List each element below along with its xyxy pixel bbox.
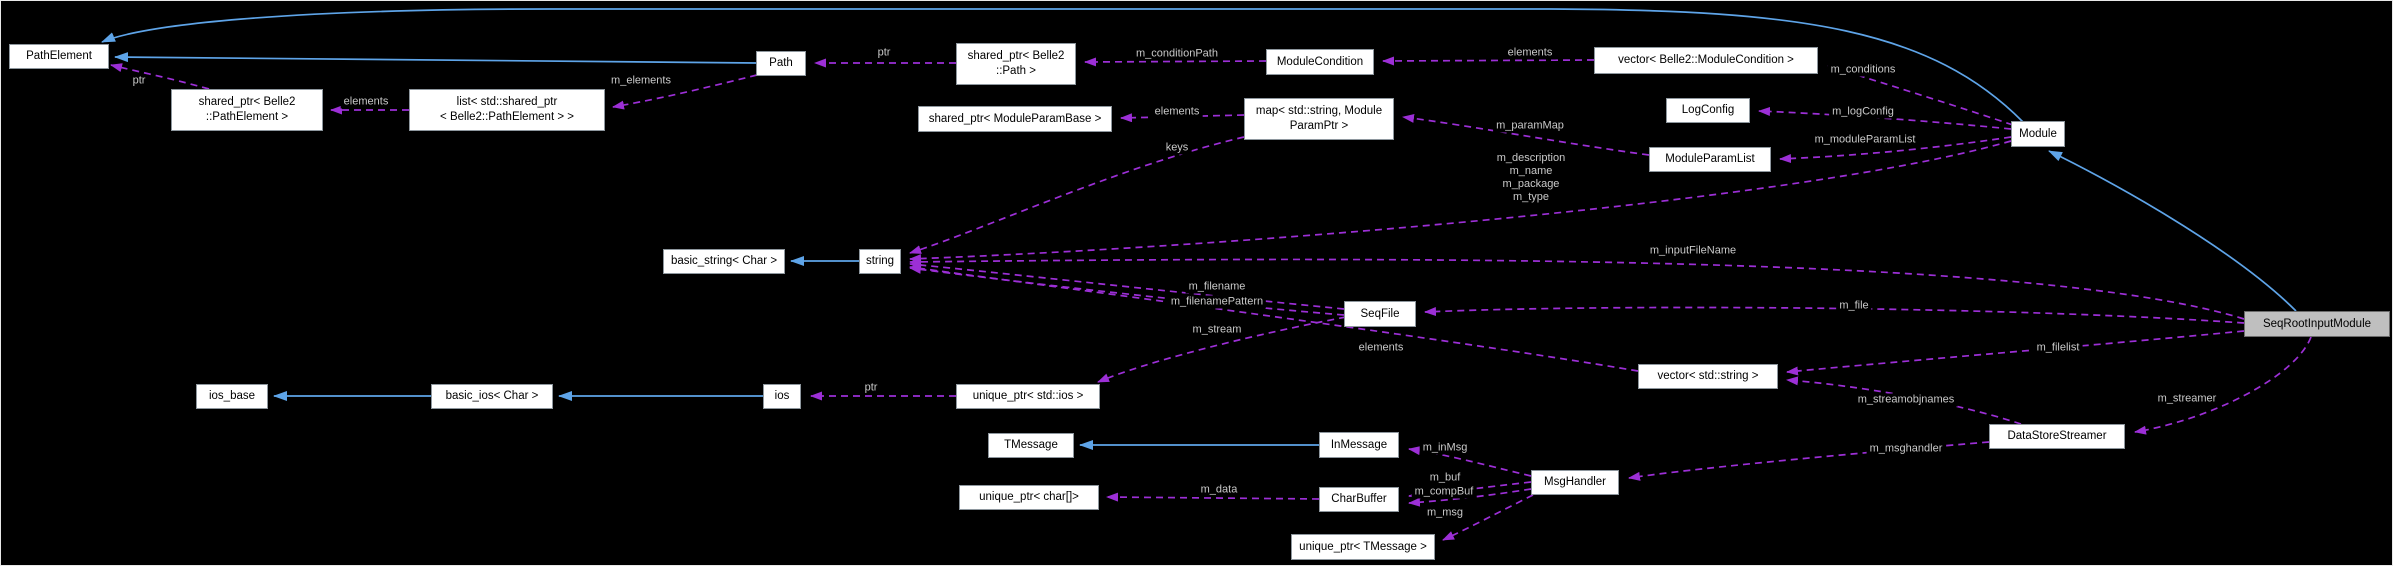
edge-streamer-msghandler	[1628, 441, 1990, 481]
node-basic-string[interactable]: basic_string< Char >	[663, 249, 785, 274]
node-unique-ptr-tmessage[interactable]: unique_ptr< TMessage >	[1291, 534, 1435, 560]
node-pathelement[interactable]: PathElement	[9, 44, 109, 69]
edge-module-to-pathelement-arc	[101, 8, 2024, 123]
edge-label-m-elements: m_elements	[608, 74, 674, 88]
edge-seqroot-filelist	[1786, 330, 2245, 376]
edge-charbuffer-data	[1106, 492, 1320, 502]
node-module[interactable]: Module	[2011, 121, 2065, 147]
edge-seqroot-to-module	[2048, 150, 2297, 312]
edge-label-ptr-path: ptr	[874, 46, 894, 60]
edge-label-m-stream: m_stream	[1189, 323, 1245, 337]
node-list-shared-ptr-pathelement[interactable]: list< std::shared_ptr < Belle2::PathElem…	[409, 89, 605, 131]
edge-label-m-description: m_description	[1496, 152, 1566, 164]
edge-label-m-filename: m_filename	[1185, 280, 1249, 294]
edge-label-m-name: m_name	[1509, 165, 1553, 177]
edge-label-m-msg: m_msg	[1423, 506, 1467, 520]
edge-label-m-package: m_package	[1502, 178, 1560, 190]
edge-msghandler-compbuf	[1408, 488, 1532, 507]
node-datastorestreamer[interactable]: DataStoreStreamer	[1989, 424, 2125, 449]
edge-label-keys: keys	[1162, 141, 1192, 155]
node-string[interactable]: string	[859, 249, 901, 274]
node-basic-ios[interactable]: basic_ios< Char >	[431, 384, 553, 409]
edge-label-m-moduleparamlist: m_moduleParamList	[1811, 133, 1919, 147]
edge-module-logconfig	[1758, 106, 2012, 130]
edge-label-m-parammap: m_paramMap	[1493, 119, 1567, 133]
edge-seqroot-file	[1424, 306, 2245, 324]
edge-label-m-logconfig: m_logConfig	[1829, 105, 1897, 119]
node-shared-ptr-path[interactable]: shared_ptr< Belle2 ::Path >	[956, 43, 1076, 85]
node-logconfig[interactable]: LogConfig	[1666, 98, 1750, 123]
edge-label-m-data: m_data	[1197, 483, 1241, 497]
edge-seqfile-stream	[1097, 316, 1347, 383]
node-map-moduleparamptr[interactable]: map< std::string, Module ParamPtr >	[1244, 98, 1394, 140]
edge-label-m-msghandler: m_msghandler	[1866, 442, 1946, 456]
edge-label-m-buf: m_buf	[1426, 471, 1464, 485]
node-path[interactable]: Path	[756, 51, 806, 76]
node-vector-string[interactable]: vector< std::string >	[1638, 364, 1778, 389]
edge-sharedptr-pathelement-ptr	[110, 63, 210, 90]
edge-module-paramlist	[1779, 136, 2012, 164]
edge-label-m-filelist: m_filelist	[2033, 341, 2083, 355]
node-charbuffer[interactable]: CharBuffer	[1319, 487, 1399, 512]
node-modulecondition[interactable]: ModuleCondition	[1266, 49, 1374, 75]
edge-label-elements-vectorstring: elements	[1355, 341, 1407, 355]
edge-label-m-type: m_type	[1512, 191, 1550, 203]
edge-label-ptr-ios: ptr	[861, 381, 881, 395]
node-shared-ptr-moduleparambase[interactable]: shared_ptr< ModuleParamBase >	[918, 106, 1112, 132]
node-inmessage[interactable]: InMessage	[1319, 432, 1399, 458]
edge-modulecondition-conditionpath	[1084, 57, 1267, 67]
node-seqrootinputmodule[interactable]: SeqRootInputModule	[2244, 311, 2390, 337]
edge-module-string-members	[909, 140, 2012, 264]
node-vector-modulecondition[interactable]: vector< Belle2::ModuleCondition >	[1594, 47, 1818, 74]
node-seqfile[interactable]: SeqFile	[1344, 301, 1416, 327]
edge-label-m-inputfilename: m_inputFileName	[1646, 244, 1740, 258]
edge-map-keys	[909, 136, 1245, 254]
node-ios-base[interactable]: ios_base	[196, 384, 268, 409]
edge-label-m-streamer: m_streamer	[2154, 392, 2220, 406]
edge-vectorcondition-elements	[1382, 56, 1595, 66]
node-ios[interactable]: ios	[763, 384, 801, 409]
edge-path-m-elements	[612, 74, 758, 110]
node-moduleparamlist[interactable]: ModuleParamList	[1649, 147, 1771, 172]
edge-label-conditionpath: m_conditionPath	[1133, 47, 1221, 61]
node-unique-ptr-char[interactable]: unique_ptr< char[]>	[959, 485, 1099, 510]
edge-label-m-inmsg: m_inMsg	[1419, 441, 1471, 455]
edge-msghandler-msg	[1442, 494, 1534, 541]
edge-label-ptr-pathelement: ptr	[129, 74, 149, 88]
edge-label-elements-vectorcondition: elements	[1504, 46, 1556, 60]
node-tmessage[interactable]: TMessage	[988, 433, 1074, 458]
edge-label-m-conditions: m_conditions	[1827, 63, 1899, 77]
edge-paramlist-parammap	[1402, 113, 1650, 156]
edge-seqroot-streamer	[2134, 336, 2312, 435]
edge-path-to-pathelement	[114, 52, 757, 64]
edge-label-m-streamobjnames: m_streamobjnames	[1854, 393, 1958, 407]
node-msghandler[interactable]: MsgHandler	[1531, 470, 1619, 495]
edge-seqroot-inputfilename	[909, 257, 2245, 320]
edge-label-elements-list: elements	[340, 95, 392, 109]
edge-label-elements-map: elements	[1151, 105, 1203, 119]
edge-label-m-filenamepattern: m_filenamePattern	[1167, 295, 1267, 309]
edge-vectorstring-elements	[909, 264, 1639, 372]
edge-label-m-file: m_file	[1836, 299, 1872, 313]
edge-seqfile-filename	[909, 260, 1345, 310]
edge-seqfile-filenamepattern	[909, 264, 1345, 316]
edge-label-module-string-members: m_description m_name m_package m_type	[1493, 152, 1569, 204]
node-unique-ptr-ios[interactable]: unique_ptr< std::ios >	[956, 384, 1100, 409]
node-shared-ptr-pathelement[interactable]: shared_ptr< Belle2 ::PathElement >	[171, 89, 323, 131]
edge-label-m-compbuf: m_compBuf	[1411, 485, 1477, 499]
